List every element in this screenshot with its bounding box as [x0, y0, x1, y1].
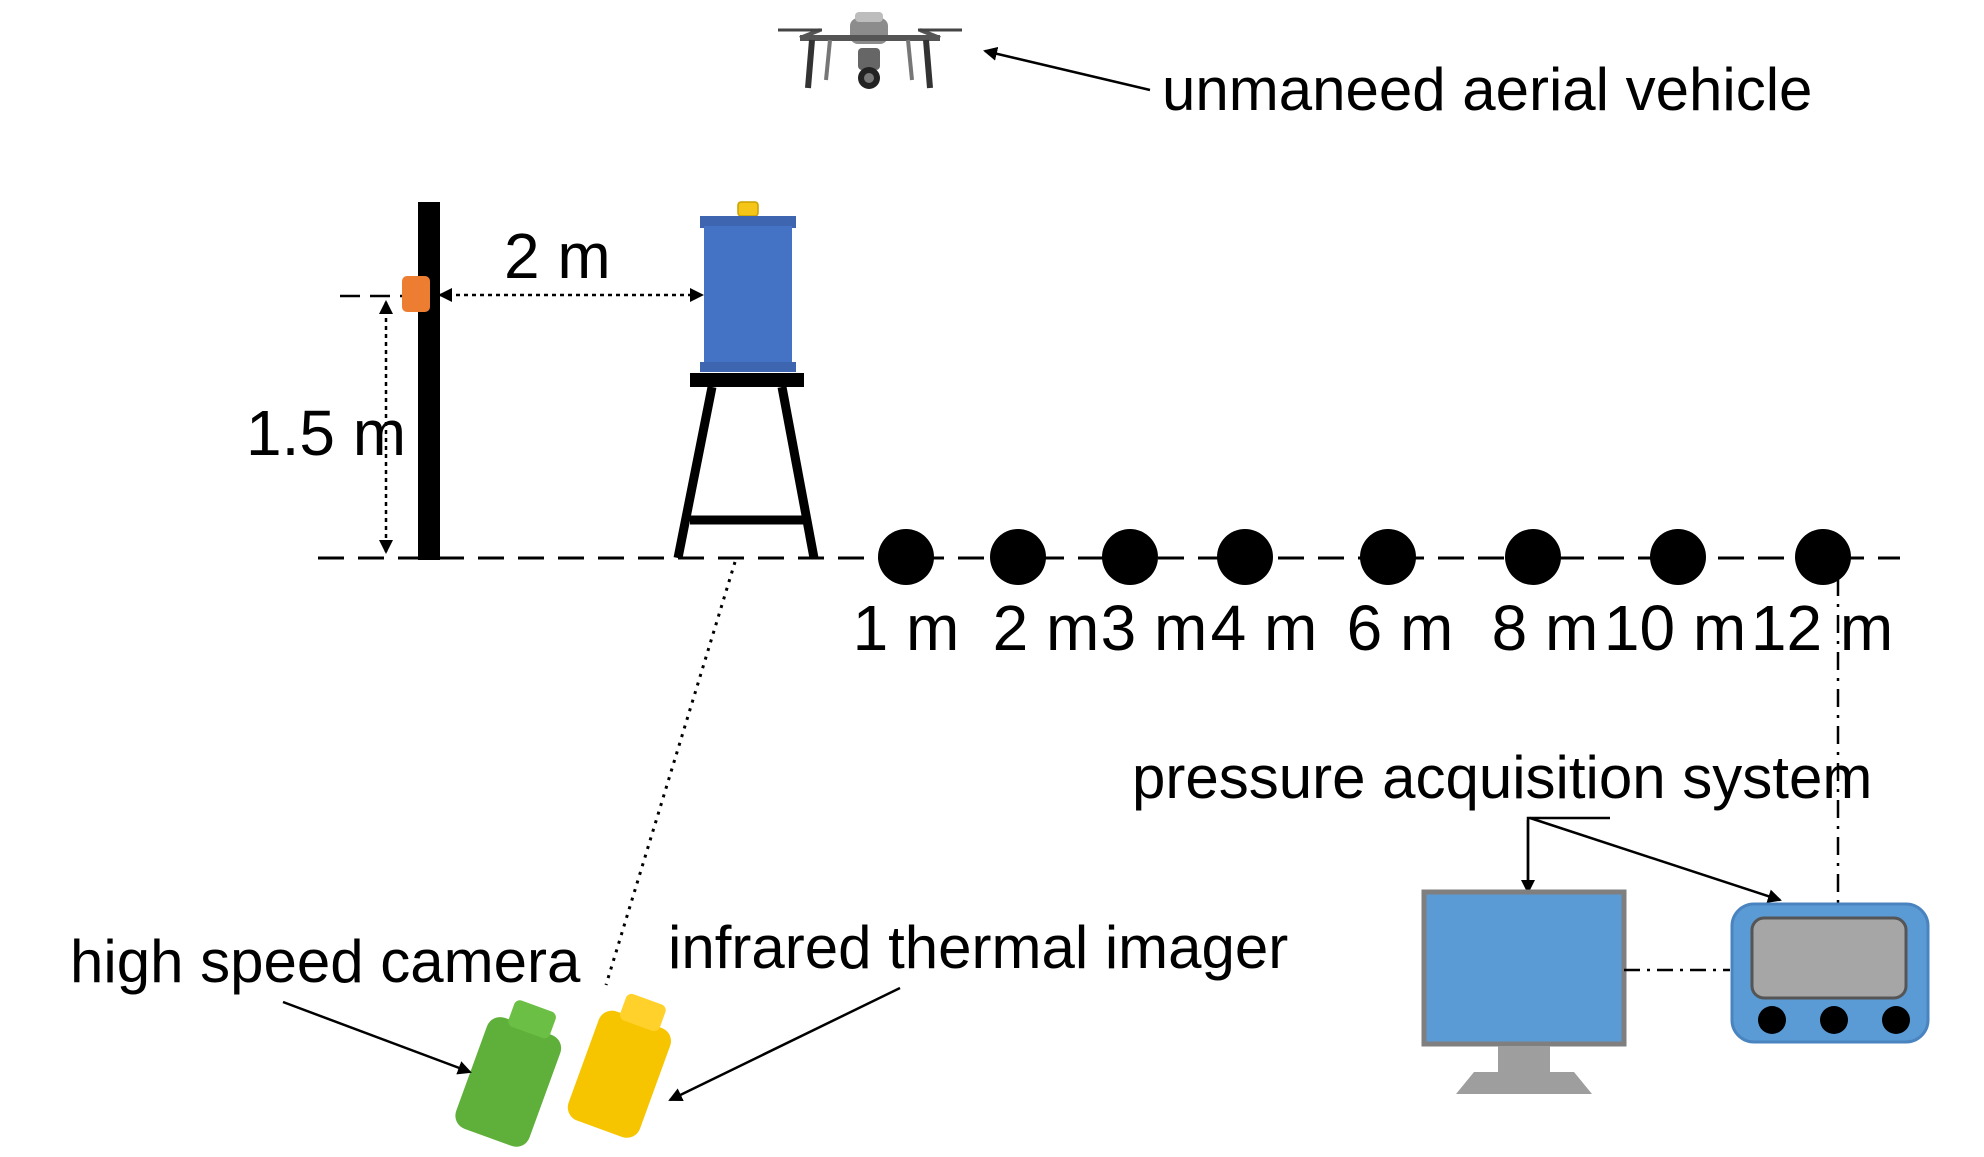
- sensor-point: [1217, 529, 1273, 585]
- high-speed-camera-label: high speed camera: [70, 928, 581, 995]
- sensor-point: [878, 529, 934, 585]
- sensor-distance-label: 6 m: [1347, 592, 1454, 664]
- camera-link-line: [604, 561, 737, 986]
- drone-icon: [778, 12, 962, 89]
- sensor-point: [1650, 529, 1706, 585]
- thermal-imager-icon: [567, 993, 671, 1138]
- sensor-point: [990, 529, 1046, 585]
- uav-pointer-arrow: [983, 46, 1151, 92]
- sensor-distance-label: 3 m: [1101, 592, 1208, 664]
- pressure-sensor-icon: [402, 276, 430, 312]
- sensor-points: [878, 529, 1851, 585]
- camera-pointer-arrow: [282, 1000, 472, 1075]
- sensor-distance-label: 1 m: [853, 592, 960, 664]
- measurement-pole: [418, 202, 440, 560]
- sensor-point: [1505, 529, 1561, 585]
- height-label: 1.5 m: [246, 397, 406, 469]
- imager-pointer-arrow: [668, 986, 901, 1102]
- camera-icon: [455, 1000, 562, 1147]
- sensor-distance-label: 10 m: [1604, 592, 1746, 664]
- infrared-imager-label: infrared thermal imager: [668, 914, 1288, 981]
- sensor-point: [1795, 529, 1851, 585]
- sensor-distance-label: 12 m: [1751, 592, 1893, 664]
- sensor-distance-label: 8 m: [1492, 592, 1599, 664]
- uav-label: unmaneed aerial vehicle: [1162, 56, 1812, 123]
- pressure-system-label: pressure acquisition system: [1132, 744, 1872, 811]
- pointer-to-device: [1529, 816, 1782, 903]
- sensor-distance-label: 4 m: [1211, 592, 1318, 664]
- tank-stand: [673, 373, 819, 559]
- data-acquisition-device-icon: [1730, 902, 1930, 1044]
- horizontal-distance-label: 2 m: [504, 220, 611, 292]
- sensor-distance-label: 2 m: [993, 592, 1100, 664]
- computer-monitor-icon: [1421, 889, 1627, 1094]
- explosive-tank-icon: [700, 201, 796, 372]
- sensor-point: [1102, 529, 1158, 585]
- pressure-system-bracket: [1526, 816, 1610, 892]
- sensor-point: [1360, 529, 1416, 585]
